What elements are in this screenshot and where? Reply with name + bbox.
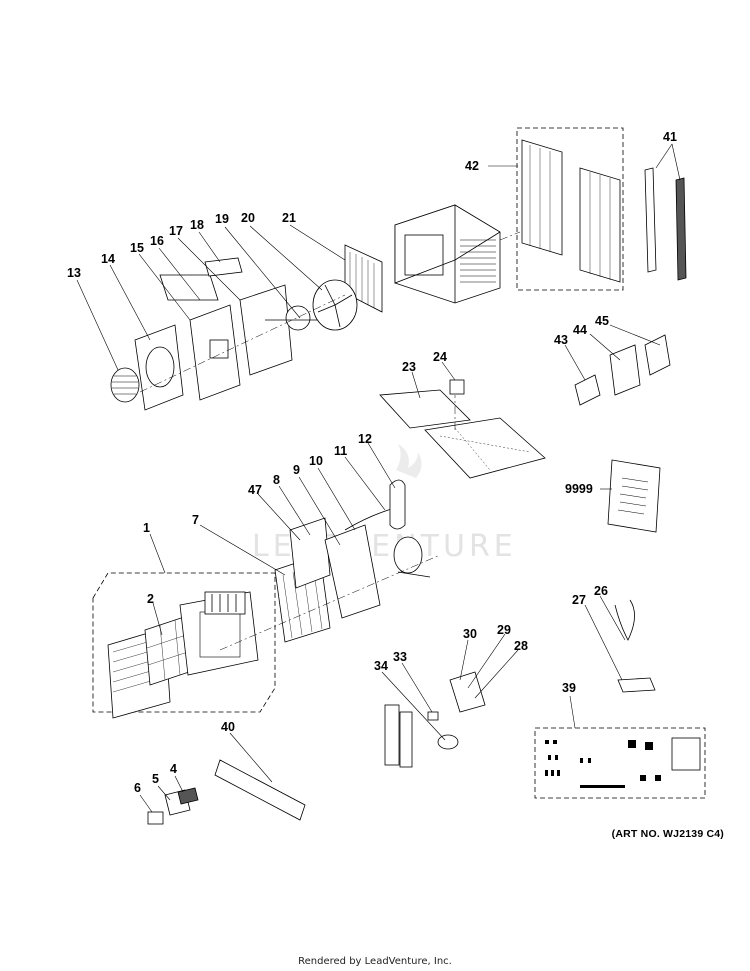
callout-41: 41 (663, 130, 677, 144)
mounting-bracket-b (609, 344, 641, 396)
callout-27: 27 (572, 593, 586, 607)
callout-1: 1 (143, 521, 150, 535)
mounting-bracket-c (644, 334, 671, 376)
callout-44: 44 (573, 323, 587, 337)
hardware-kit (545, 740, 661, 788)
callout-18: 18 (190, 218, 204, 232)
remote-control (617, 677, 656, 693)
callout-16: 16 (150, 234, 164, 248)
control-knob (177, 787, 199, 805)
callout-30: 30 (463, 627, 477, 641)
partition-panel (189, 304, 241, 401)
relay (427, 711, 439, 721)
control-box (449, 671, 486, 713)
capacitor (437, 734, 459, 750)
callout-17: 17 (169, 224, 183, 238)
callout-6: 6 (134, 781, 141, 795)
callout-26: 26 (594, 584, 608, 598)
leader-lines (76, 143, 681, 813)
footer-credit: Rendered by LeadVenture, Inc. (298, 956, 452, 967)
callout-40: 40 (221, 720, 235, 734)
callout-5: 5 (152, 772, 159, 786)
hardware-card (671, 737, 701, 771)
cabinet-housing (394, 204, 501, 304)
callout-47: 47 (248, 483, 262, 497)
switch-component (449, 379, 465, 395)
callout-13: 13 (67, 266, 81, 280)
curtain-rail (644, 167, 687, 281)
callout-23: 23 (402, 360, 416, 374)
callout-45: 45 (595, 314, 609, 328)
fan-shroud (239, 284, 293, 376)
callout-39: 39 (562, 681, 576, 695)
callout-33: 33 (393, 650, 407, 664)
compressor (389, 479, 431, 578)
callout-4: 4 (170, 762, 177, 776)
capillary-tube (344, 507, 396, 531)
callout-28: 28 (514, 639, 528, 653)
blower-wheel (110, 367, 140, 403)
air-duct (379, 389, 471, 429)
drain-cover (324, 524, 381, 619)
callout-20: 20 (241, 211, 255, 225)
callout-21: 21 (282, 211, 296, 225)
callout-12: 12 (358, 432, 372, 446)
side-curtain-right (579, 167, 621, 283)
callout-10: 10 (309, 454, 323, 468)
callout-43: 43 (554, 333, 568, 347)
callout-9: 9 (293, 463, 300, 477)
remote-holder (614, 599, 635, 641)
callout-8: 8 (273, 473, 280, 487)
drain-channel (214, 759, 306, 821)
top-bracket (159, 274, 219, 301)
callout-29: 29 (497, 623, 511, 637)
condenser-fan-blade (312, 279, 358, 331)
callout-11: 11 (334, 444, 347, 458)
insulation-pad (289, 517, 331, 589)
mounting-bracket-a (574, 374, 601, 406)
callout-9999: 9999 (565, 482, 593, 496)
callout-2: 2 (147, 592, 154, 606)
hardware-kit-box (534, 727, 706, 799)
label-plate (147, 811, 164, 825)
callout-7: 7 (192, 513, 199, 527)
side-curtain-left (521, 139, 563, 256)
curtain-assembly-box (516, 127, 624, 291)
callout-14: 14 (101, 252, 115, 266)
blower-housing (134, 324, 184, 411)
callout-numbers: 41 42 21 20 19 18 17 16 15 14 13 45 44 4… (67, 130, 677, 795)
callout-15: 15 (130, 241, 144, 255)
callout-19: 19 (215, 212, 229, 226)
shroud-cover (204, 257, 243, 277)
front-grille-box (92, 572, 276, 713)
louver-set (204, 591, 246, 615)
callout-42: 42 (465, 159, 479, 173)
owner-manual (607, 459, 661, 533)
art-number: (ART NO. WJ2139 C4) (611, 828, 724, 840)
base-pan (424, 417, 546, 479)
capacitor-bracket (384, 704, 413, 768)
callout-34: 34 (374, 659, 388, 673)
alignment-lines (139, 231, 521, 651)
callout-24: 24 (433, 350, 447, 364)
